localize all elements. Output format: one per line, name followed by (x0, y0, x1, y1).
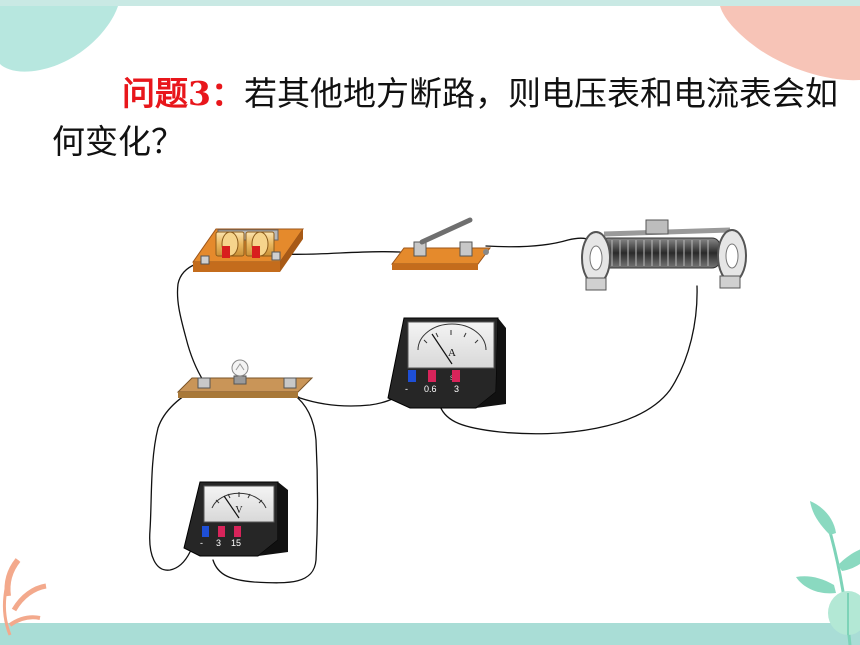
question-body: 若其他地方断路，则电压表和电流表会如何变化？ (52, 74, 838, 161)
battery-holder (192, 228, 304, 272)
voltmeter-terminal-label-15: 15 (231, 538, 241, 548)
top-frame-bar (0, 0, 860, 6)
battery-cell-2 (245, 231, 275, 258)
leaf-decoration-right (796, 501, 860, 645)
ammeter-needle (431, 333, 453, 365)
ammeter-symbol: A (448, 347, 456, 359)
ammeter: A S - 0.6 3 (387, 317, 506, 409)
ammeter-terminal-label-3: 3 (454, 384, 459, 394)
voltmeter-terminal-label-3: 3 (216, 538, 221, 548)
ammeter-terminal-neg (408, 370, 416, 382)
switch-lever (419, 217, 473, 245)
wire-rheostat-to-ammeter (439, 285, 698, 435)
question-text: 问题3：若其他地方断路，则电压表和电流表会如何变化？ (52, 70, 842, 166)
battery-cell-1 (215, 231, 245, 258)
ammeter-terminal-3 (452, 370, 460, 382)
ammeter-terminal-0.6 (428, 370, 436, 382)
voltmeter: V S - 3 15 (183, 481, 288, 557)
voltmeter-terminal-label-neg: - (200, 538, 203, 548)
bulb-icon (231, 359, 249, 385)
voltmeter-symbol: V (235, 505, 243, 516)
wire-switch-to-rheostat (485, 237, 591, 248)
corner-decoration-top-right (720, 6, 860, 81)
ammeter-terminal-label-0.6: 0.6 (424, 384, 437, 394)
voltmeter-terminal-3 (218, 526, 225, 537)
corner-decoration-top-left (0, 6, 118, 72)
question-label: 问题3： (122, 74, 244, 113)
wire-battery-to-switch (281, 250, 415, 256)
voltmeter-terminal-15 (234, 526, 241, 537)
bottom-frame-bar (0, 623, 860, 645)
switch (391, 217, 491, 270)
rheostat (581, 219, 747, 291)
wire-voltmeter-left (149, 383, 205, 571)
voltmeter-needle (223, 495, 240, 519)
voltmeter-terminal-neg (202, 526, 209, 537)
wires (149, 237, 698, 584)
wire-voltmeter-right (212, 393, 319, 584)
wire-bulb-to-battery (176, 263, 207, 386)
ammeter-terminal-label-neg: - (405, 384, 408, 394)
leaf-decoration-left (2, 558, 47, 636)
bulb-board (176, 359, 314, 398)
